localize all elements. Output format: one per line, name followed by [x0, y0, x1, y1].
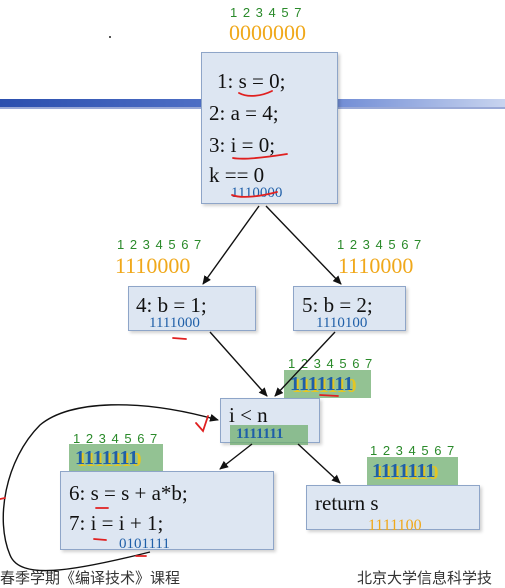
- exit-in-bits-shadow: 1111110: [374, 462, 439, 484]
- red-underline-loop-i: [93, 538, 107, 541]
- exit-in-bits: 1111111: [372, 460, 436, 482]
- loop-stmt-2: 7: i = i + 1;: [69, 511, 164, 535]
- cond-in-bits: 1111111: [290, 373, 354, 395]
- red-dash-cond: [319, 394, 339, 397]
- stray-dot: [109, 36, 111, 38]
- cond-in-highlight: [284, 370, 371, 398]
- red-underline-k: [231, 191, 278, 198]
- cond-out-bits: 1111111: [236, 426, 284, 442]
- entry-stmt-4: k == 0: [209, 163, 265, 187]
- left-block: [128, 286, 256, 331]
- loop-out-bits: 0101111: [119, 536, 170, 552]
- entry-in-bits: 0000000: [229, 20, 306, 45]
- entry-index: 1 2 3 4 5 7: [230, 5, 303, 20]
- loop-in-bits: 1111111: [75, 447, 139, 469]
- red-check: [195, 415, 209, 433]
- left-out-bits: 1111000: [149, 315, 200, 331]
- red-dash-left: [172, 337, 187, 340]
- edge-left-cond: [209, 331, 268, 397]
- footer-left: 春季学期《编译技术》课程: [0, 571, 181, 587]
- cfg-arrows: [2, 205, 342, 572]
- cond-out-highlight: [230, 425, 308, 445]
- loop-index: 1 2 3 4 5 6 7: [73, 431, 159, 446]
- exit-stmt: return s: [315, 491, 379, 515]
- red-annotations: [0, 90, 339, 557]
- edge-loop-back: [2, 404, 219, 572]
- left-stmt: 4: b = 1;: [136, 293, 207, 317]
- loop-stmt-1: 6: s = s + a*b;: [69, 481, 188, 505]
- right-stmt: 5: b = 2;: [302, 293, 373, 317]
- footer-right: 北京大学信息科学技: [357, 571, 493, 587]
- edge-right-cond: [274, 331, 336, 397]
- exit-out-bits: 1111100: [368, 517, 422, 534]
- right-block: [293, 286, 406, 331]
- entry-block: [201, 52, 338, 204]
- right-out-bits: 1110100: [316, 315, 368, 331]
- loop-block: [60, 471, 274, 550]
- red-tick-left: [0, 497, 6, 500]
- left-in-bits: 1110000: [115, 253, 191, 278]
- red-underline-s: [238, 90, 273, 97]
- exit-in-highlight: [367, 457, 458, 485]
- loop-in-bits-shadow: 1111110: [77, 449, 142, 471]
- entry-stmt-3: 3: i = 0;: [209, 133, 276, 157]
- entry-stmt-1: 1: s = 0;: [217, 69, 286, 93]
- cond-in-bits-shadow: 1111110: [292, 375, 357, 397]
- right-in-bits: 1110000: [338, 253, 414, 278]
- edge-entry-right: [265, 205, 342, 285]
- left-index: 1 2 3 4 5 6 7: [117, 237, 203, 252]
- right-index: 1 2 3 4 5 6 7: [337, 237, 423, 252]
- edge-cond-loop: [219, 443, 253, 470]
- entry-stmt-2: 2: a = 4;: [209, 101, 279, 125]
- exit-block: [306, 485, 480, 530]
- loop-in-highlight: [69, 444, 163, 472]
- edge-cond-exit: [297, 443, 341, 484]
- cond-stmt: i < n: [229, 403, 268, 427]
- red-underline-i: [232, 153, 288, 160]
- exit-index: 1 2 3 4 5 6 7: [370, 443, 456, 458]
- edge-entry-left: [202, 205, 260, 285]
